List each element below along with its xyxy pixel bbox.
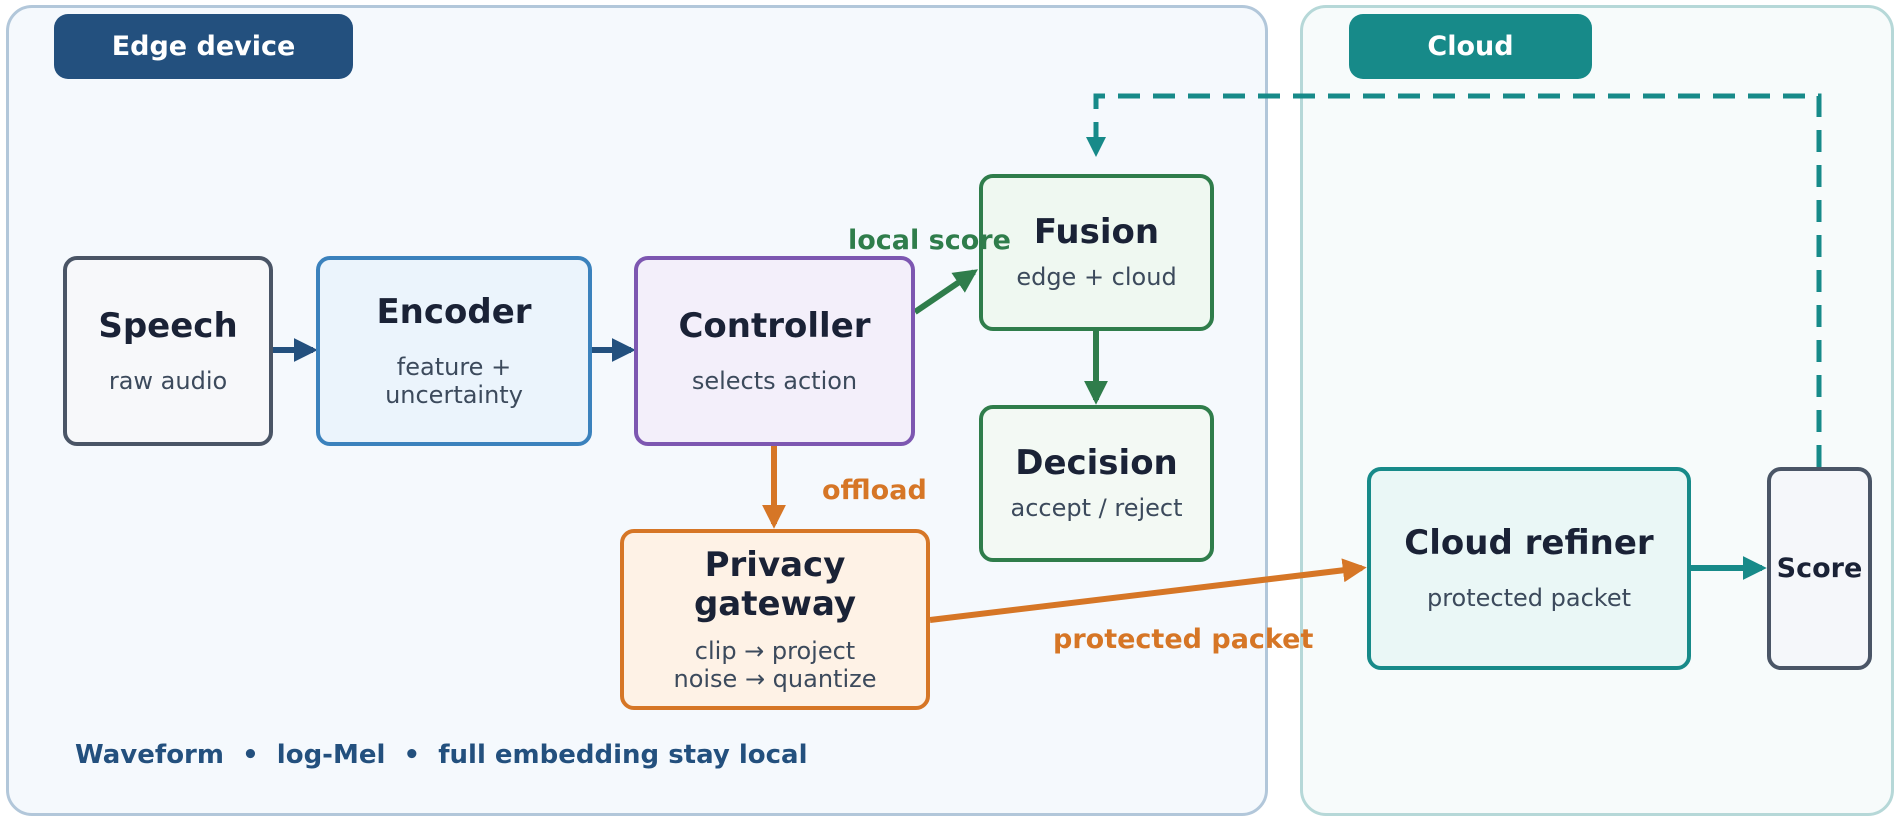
controller-subtitle: selects action: [691, 366, 858, 395]
arrow-controller-to-fusion: [913, 269, 978, 315]
encoder-subtitle-line-1: feature +: [396, 352, 512, 381]
cloud-refiner-subtitle: protected packet: [1426, 584, 1632, 613]
controller-title: Controller: [678, 305, 871, 346]
local-data-footnote: Waveform • log-Mel • full embedding stay…: [75, 740, 808, 770]
cloud-region: [1300, 5, 1894, 816]
local-score-label: local score: [848, 225, 1011, 256]
decision-title: Decision: [1015, 443, 1178, 484]
controller-node: Controller selects action: [634, 256, 915, 446]
speech-title: Speech: [98, 305, 238, 346]
decision-node: Decision accept / reject: [979, 405, 1214, 562]
encoder-subtitle-line-2: uncertainty: [385, 380, 523, 409]
decision-subtitle: accept / reject: [1010, 494, 1183, 523]
speech-subtitle: raw audio: [108, 366, 228, 395]
score-title: Score: [1776, 552, 1863, 584]
encoder-title: Encoder: [376, 291, 532, 332]
fusion-subtitle: edge + cloud: [1016, 263, 1177, 292]
offload-label: offload: [822, 475, 927, 506]
cloud-refiner-node: Cloud refiner protected packet: [1367, 467, 1691, 670]
score-node: Score: [1767, 467, 1872, 670]
speech-node: Speech raw audio: [63, 256, 273, 446]
protected-packet-label: protected packet: [1053, 624, 1314, 655]
fusion-title: Fusion: [1033, 212, 1160, 253]
privacy-gateway-node: Privacy gateway clip → project noise → q…: [620, 529, 930, 710]
cloud-refiner-title: Cloud refiner: [1404, 523, 1654, 564]
cloud-tag: Cloud: [1349, 14, 1592, 79]
arrow-privacy-to-refiner: [929, 558, 1367, 623]
fusion-node: Fusion edge + cloud: [979, 174, 1214, 331]
edge-device-tag: Edge device: [54, 14, 353, 79]
encoder-node: Encoder feature + uncertainty: [316, 256, 592, 446]
arrow-score-to-fusion: [1086, 93, 1822, 467]
privacy-gateway-subtitle-line-2: noise → quantize: [673, 664, 877, 693]
privacy-gateway-subtitle-line-1: clip → project: [694, 637, 856, 665]
privacy-gateway-title: Privacy gateway: [693, 544, 857, 624]
